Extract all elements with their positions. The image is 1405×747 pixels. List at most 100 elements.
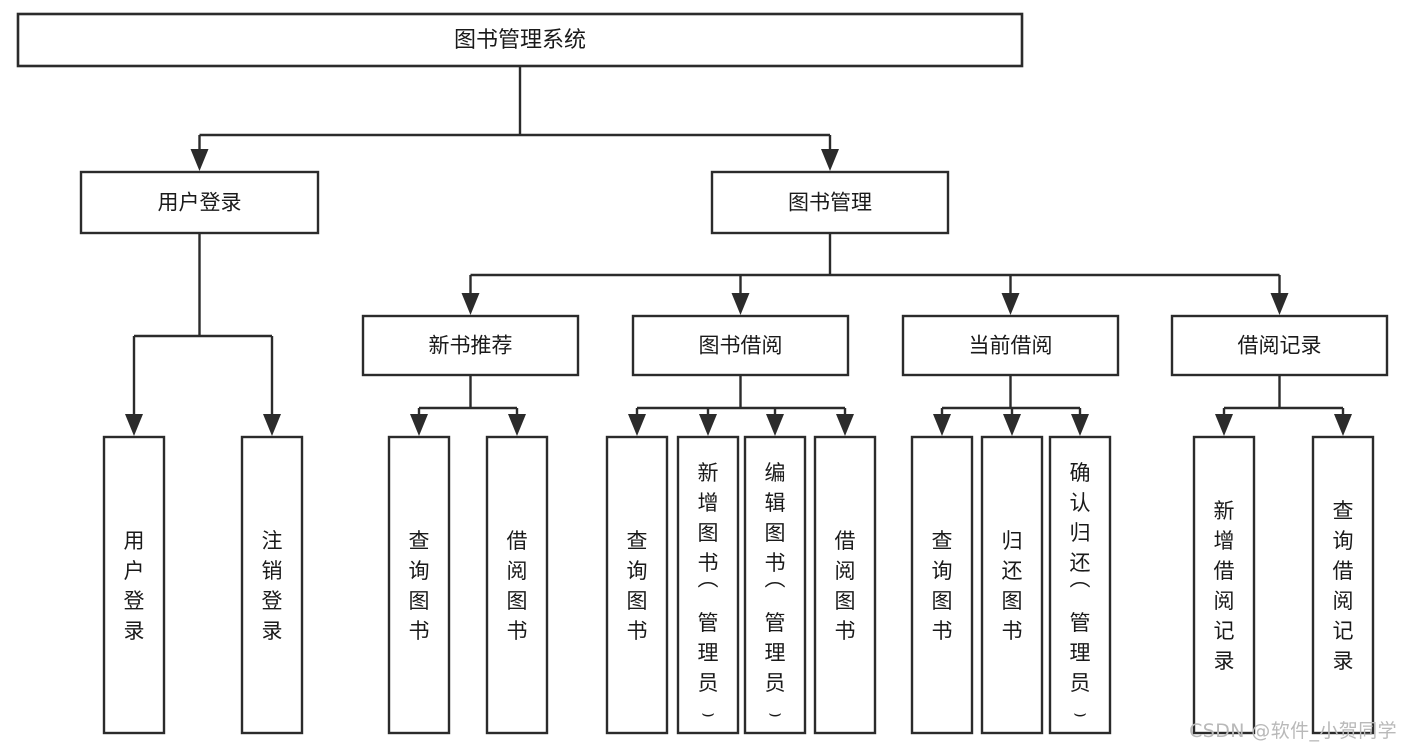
leaf-label-char: 阅: [507, 559, 528, 583]
leaf-node-rect[interactable]: [1048, 435, 1112, 735]
node-book-management-rect[interactable]: [710, 170, 950, 235]
node-borrow-record[interactable]: 借阅记录: [1170, 314, 1389, 377]
arrow-down-icon: [836, 414, 854, 436]
leaf-node-leaf-add-borrow-record[interactable]: 新增借阅记录: [1192, 435, 1256, 735]
arrow-down-icon: [1001, 293, 1020, 315]
leaf-label-char: 还: [1002, 559, 1023, 583]
arrow-down-icon: [1003, 414, 1021, 436]
leaf-label-char: 户: [124, 559, 145, 583]
leaf-node-leaf-edit-book-admin[interactable]: 编辑图书⌒管理员⌣: [743, 435, 807, 735]
leaf-node-label: 新增借阅记录: [1214, 499, 1235, 673]
leaf-label-char: 记: [1214, 619, 1235, 643]
leaf-node-rect[interactable]: [387, 435, 451, 735]
node-borrow-record-label: 借阅记录: [1238, 334, 1322, 358]
node-new-book-recommend-label: 新书推荐: [429, 334, 513, 358]
arrow-down-icon: [410, 414, 428, 436]
leaf-label-char: ⌒: [1070, 581, 1091, 605]
leaf-node-leaf-query-book-recommend[interactable]: 查询图书: [387, 435, 451, 735]
leaf-label-char: 管: [698, 611, 719, 635]
arrow-down-icon: [1215, 414, 1233, 436]
leaf-node-leaf-return-book[interactable]: 归还图书: [980, 435, 1044, 735]
leaf-node-label: 编辑图书⌒管理员⌣: [765, 461, 786, 725]
leaf-node-rect[interactable]: [102, 435, 166, 735]
node-root-system-rect[interactable]: [16, 12, 1024, 68]
arrow-down-icon: [125, 414, 143, 436]
leaf-node-label: 归还图书: [1002, 529, 1023, 643]
leaf-label-char: 员: [765, 671, 786, 695]
arrow-down-icon: [461, 293, 480, 315]
leaf-label-char: 录: [124, 619, 145, 643]
leaf-node-leaf-query-borrow-record[interactable]: 查询借阅记录: [1311, 435, 1375, 735]
leaf-node-leaf-borrow-book[interactable]: 借阅图书: [813, 435, 877, 735]
leaf-label-char: 借: [835, 529, 856, 553]
leaf-label-char: 编: [765, 461, 786, 485]
leaf-label-char: ⌣: [701, 701, 715, 725]
leaf-label-char: ⌒: [765, 581, 786, 605]
connector-group-root: [190, 66, 839, 171]
leaf-node-leaf-user-login[interactable]: 用户登录: [102, 435, 166, 735]
leaf-node-leaf-confirm-return-admin[interactable]: 确认归还⌒管理员⌣: [1048, 435, 1112, 735]
node-new-book-recommend[interactable]: 新书推荐: [361, 314, 580, 377]
leaf-label-char: 书: [627, 619, 648, 643]
leaf-node-leaf-query-book-current[interactable]: 查询图书: [910, 435, 974, 735]
leaf-label-char: 登: [262, 589, 283, 613]
arrow-down-icon: [628, 414, 646, 436]
leaf-label-char: 借: [507, 529, 528, 553]
leaf-label-char: 管: [765, 611, 786, 635]
leaf-node-rect[interactable]: [813, 435, 877, 735]
leaf-node-rect[interactable]: [1311, 435, 1375, 735]
leaf-node-rect[interactable]: [743, 435, 807, 735]
connector-group-current-borrow: [933, 375, 1089, 436]
leaf-node-label: 查询图书: [409, 529, 430, 643]
leaf-label-char: 询: [627, 559, 648, 583]
leaf-label-char: 图: [627, 589, 648, 613]
leaf-label-char: 图: [932, 589, 953, 613]
node-user-login[interactable]: 用户登录: [79, 170, 320, 235]
leaf-node-label: 确认归还⌒管理员⌣: [1070, 461, 1091, 725]
leaf-node-rect[interactable]: [980, 435, 1044, 735]
leaf-label-char: 查: [1333, 499, 1354, 523]
leaf-label-char: 图: [765, 521, 786, 545]
leaf-label-char: 还: [1070, 551, 1091, 575]
leaf-label-char: 增: [1214, 529, 1235, 553]
node-root-system[interactable]: 图书管理系统: [16, 12, 1024, 68]
node-borrow-record-rect[interactable]: [1170, 314, 1389, 377]
node-user-login-rect[interactable]: [79, 170, 320, 235]
leaf-label-char: 归: [1002, 529, 1023, 553]
leaf-label-char: 新: [698, 461, 719, 485]
leaf-label-char: 书: [409, 619, 430, 643]
leaf-label-char: 登: [124, 589, 145, 613]
leaf-node-leaf-add-book-admin[interactable]: 新增图书⌒管理员⌣: [676, 435, 740, 735]
leaf-node-rect[interactable]: [485, 435, 549, 735]
node-current-borrow-rect[interactable]: [901, 314, 1120, 377]
node-book-borrow-label: 图书借阅: [699, 334, 783, 358]
leaf-node-rect[interactable]: [910, 435, 974, 735]
leaf-label-char: 书: [932, 619, 953, 643]
leaf-node-leaf-query-book-borrow[interactable]: 查询图书: [605, 435, 669, 735]
connector-group-new-book-recommend: [410, 375, 526, 436]
leaf-label-char: 录: [262, 619, 283, 643]
connector-group-borrow-record: [1215, 375, 1352, 436]
leaf-label-char: 销: [262, 559, 283, 583]
node-new-book-recommend-rect[interactable]: [361, 314, 580, 377]
leaf-node-rect[interactable]: [605, 435, 669, 735]
node-book-borrow[interactable]: 图书借阅: [631, 314, 850, 377]
leaf-node-rect[interactable]: [676, 435, 740, 735]
leaf-label-char: 书: [507, 619, 528, 643]
leaf-node-leaf-borrow-book-recommend[interactable]: 借阅图书: [485, 435, 549, 735]
leaf-node-leaf-logout[interactable]: 注销登录: [240, 435, 304, 735]
connector-group-user-login: [125, 233, 281, 436]
node-user-login-label: 用户登录: [158, 191, 242, 215]
leaf-node-label: 借阅图书: [507, 529, 528, 643]
node-current-borrow[interactable]: 当前借阅: [901, 314, 1120, 377]
node-book-management-label: 图书管理: [788, 191, 872, 215]
arrow-down-icon: [1270, 293, 1289, 315]
leaf-node-rect[interactable]: [240, 435, 304, 735]
leaf-label-char: 书: [835, 619, 856, 643]
leaf-label-char: 询: [932, 559, 953, 583]
node-book-borrow-rect[interactable]: [631, 314, 850, 377]
leaf-node-rect[interactable]: [1192, 435, 1256, 735]
node-book-management[interactable]: 图书管理: [710, 170, 950, 235]
leaf-label-char: 询: [409, 559, 430, 583]
